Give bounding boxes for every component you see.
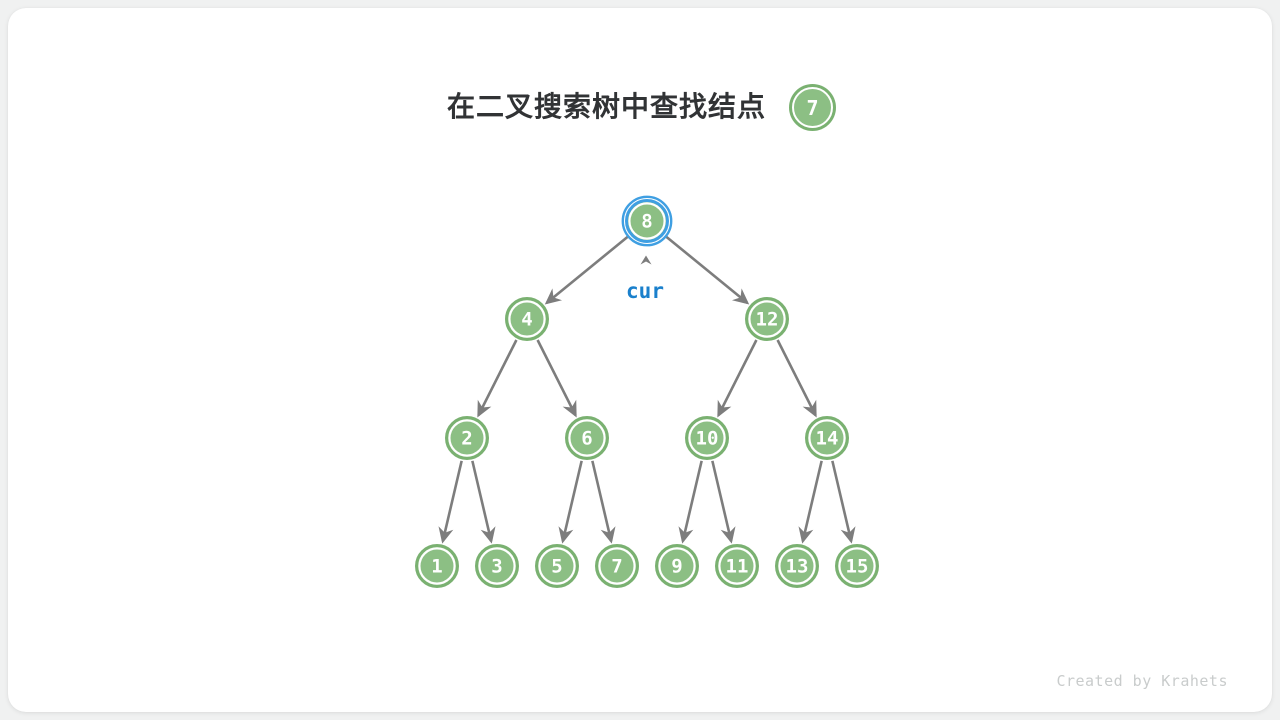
node-circle-15 xyxy=(835,544,879,588)
node-value-15: 15 xyxy=(846,556,869,578)
node-circle-3 xyxy=(475,544,519,588)
node-inner-ring-2 xyxy=(448,419,486,457)
node-inner-ring-5 xyxy=(538,547,576,585)
node-inner-ring-3 xyxy=(478,547,516,585)
node-value-12: 12 xyxy=(756,309,779,331)
node-inner-ring-13 xyxy=(778,547,816,585)
cur-pointer-arrow-icon xyxy=(640,255,652,265)
node-circle-1 xyxy=(415,544,459,588)
target-value: 7 xyxy=(806,95,819,120)
tree-node-14: 14 xyxy=(805,416,849,460)
tree-node-8: 8 xyxy=(621,195,673,247)
watermark: Created by Krahets xyxy=(1056,672,1228,690)
node-circle-9 xyxy=(655,544,699,588)
edge-14-13 xyxy=(798,460,823,544)
edge-12-10 xyxy=(717,339,758,418)
node-circle-5 xyxy=(535,544,579,588)
node-inner-ring-7 xyxy=(598,547,636,585)
node-inner-ring-12 xyxy=(748,300,786,338)
node-inner-ring-6 xyxy=(568,419,606,457)
node-value-6: 6 xyxy=(581,428,592,450)
tree-node-13: 13 xyxy=(775,544,819,588)
node-inner-ring-10 xyxy=(688,419,726,457)
node-value-10: 10 xyxy=(696,428,719,450)
edge-8-4 xyxy=(544,234,630,305)
node-value-4: 4 xyxy=(521,309,532,331)
tree-node-9: 9 xyxy=(655,544,699,588)
node-inner-ring-4 xyxy=(508,300,546,338)
tree-node-4: 4 xyxy=(505,297,549,341)
node-inner-ring-15 xyxy=(838,547,876,585)
tree-node-10: 10 xyxy=(685,416,729,460)
edge-12-14 xyxy=(776,339,817,418)
node-value-7: 7 xyxy=(611,556,622,578)
edge-2-3 xyxy=(471,460,496,544)
node-inner-ring-8 xyxy=(628,202,666,240)
node-highlight-ring-8 xyxy=(621,195,673,247)
tree-node-3: 3 xyxy=(475,544,519,588)
tree-node-5: 5 xyxy=(535,544,579,588)
node-circle-6 xyxy=(565,416,609,460)
node-value-1: 1 xyxy=(431,556,442,578)
node-circle-10 xyxy=(685,416,729,460)
node-circle-14 xyxy=(805,416,849,460)
edge-8-12 xyxy=(664,234,750,305)
edge-6-5 xyxy=(558,460,583,544)
node-value-14: 14 xyxy=(816,428,839,450)
node-inner-ring-11 xyxy=(718,547,756,585)
node-value-13: 13 xyxy=(786,556,809,578)
node-value-3: 3 xyxy=(491,556,502,578)
edge-10-11 xyxy=(711,460,736,544)
node-circle-2 xyxy=(445,416,489,460)
edge-2-1 xyxy=(438,460,463,544)
node-circle-13 xyxy=(775,544,819,588)
edge-4-6 xyxy=(536,339,577,418)
tree-node-11: 11 xyxy=(715,544,759,588)
edge-6-7 xyxy=(591,460,616,544)
node-circle-12 xyxy=(745,297,789,341)
edge-4-2 xyxy=(477,339,518,418)
edge-10-9 xyxy=(678,460,703,544)
node-value-8: 8 xyxy=(641,211,652,233)
node-inner-ring-9 xyxy=(658,547,696,585)
node-circle-7 xyxy=(595,544,639,588)
tree-node-2: 2 xyxy=(445,416,489,460)
target-value-badge: 7 xyxy=(792,87,833,128)
node-circle-4 xyxy=(505,297,549,341)
tree-node-1: 1 xyxy=(415,544,459,588)
node-inner-ring-1 xyxy=(418,547,456,585)
page-title: 在二叉搜索树中查找结点 xyxy=(446,91,766,123)
tree-node-12: 12 xyxy=(745,297,789,341)
tree-node-7: 7 xyxy=(595,544,639,588)
title-row: 在二叉搜索树中查找结点 7 xyxy=(8,87,1272,128)
node-value-2: 2 xyxy=(461,428,472,450)
node-circle-8 xyxy=(625,199,669,243)
node-value-5: 5 xyxy=(551,556,562,578)
node-circle-11 xyxy=(715,544,759,588)
node-value-11: 11 xyxy=(726,556,749,578)
node-inner-ring-14 xyxy=(808,419,846,457)
tree-node-6: 6 xyxy=(565,416,609,460)
tree-node-15: 15 xyxy=(835,544,879,588)
edge-14-15 xyxy=(831,460,856,544)
cur-pointer-label: cur xyxy=(626,279,664,303)
node-value-9: 9 xyxy=(671,556,682,578)
